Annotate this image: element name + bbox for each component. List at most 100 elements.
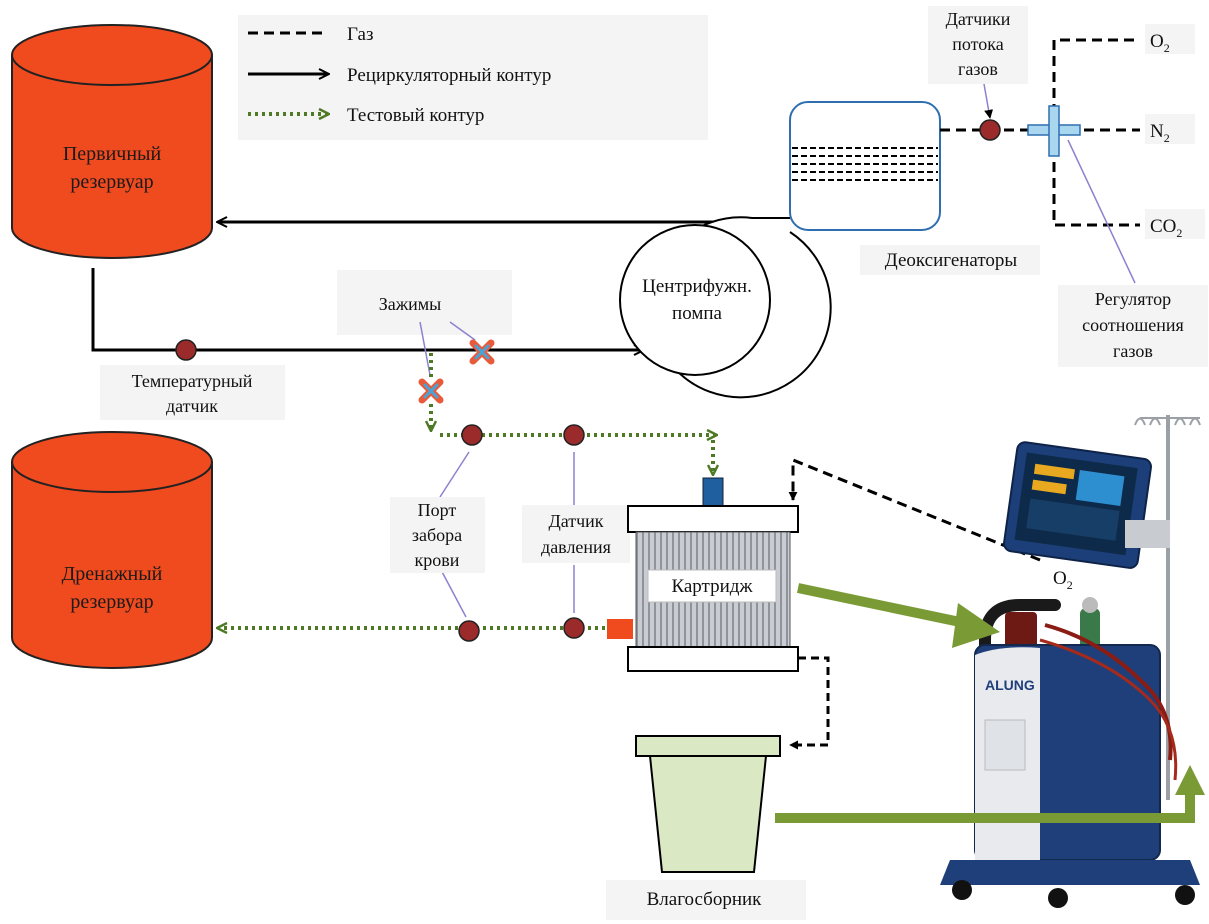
pressure-sensor-label: Датчик давления bbox=[522, 452, 630, 613]
water-trap-lid bbox=[635, 735, 781, 757]
temperature-sensor-label-2: датчик bbox=[166, 396, 218, 416]
cartridge-to-device-arrow-shaft bbox=[796, 583, 962, 627]
flow-sensor-pointer bbox=[983, 83, 994, 119]
water-trap-body bbox=[648, 755, 768, 873]
blood-port-label-3: крови bbox=[415, 550, 460, 570]
clamp-pointer-2 bbox=[419, 321, 431, 376]
drain-reservoir-label-1: Дренажный bbox=[62, 563, 163, 585]
legend-background bbox=[238, 15, 708, 140]
gas-circuit: O2 N2 CO2 Датчики потока газов Регулятор… bbox=[928, 6, 1208, 367]
monitor-lower-panel bbox=[1026, 498, 1120, 541]
ratio-regulator-label-2: соотношения bbox=[1082, 315, 1184, 335]
drain-reservoir-label-2: резервуар bbox=[70, 591, 153, 613]
flow-sensor-label-1: Датчики bbox=[946, 9, 1011, 29]
clamps-label-bg bbox=[337, 270, 512, 335]
recirculation-circuit bbox=[91, 222, 790, 350]
drain-reservoir: Дренажный резервуар bbox=[11, 431, 213, 669]
blood-tubing-2 bbox=[1039, 638, 1178, 781]
primary-reservoir-top bbox=[11, 24, 213, 86]
clamp-2-icon bbox=[418, 378, 444, 404]
pump-circle bbox=[619, 224, 771, 376]
temperature-sensor-label-bg bbox=[100, 365, 285, 420]
legend-gas-label: Газ bbox=[347, 24, 373, 45]
cartridge-outlet bbox=[607, 619, 633, 639]
gas-valve-icon bbox=[1082, 597, 1098, 613]
primary-reservoir: Первичный резервуар bbox=[11, 24, 213, 259]
device-handle bbox=[979, 599, 1061, 768]
pressure-sensor-label-2: давления bbox=[541, 537, 611, 557]
clamps: Зажимы bbox=[337, 270, 512, 404]
device-pocket bbox=[984, 719, 1026, 771]
blood-port-label-1: Порт bbox=[418, 500, 457, 520]
blood-canister bbox=[1005, 612, 1037, 652]
device-o2-label: O2 bbox=[1053, 568, 1073, 592]
clamps-label: Зажимы bbox=[379, 294, 442, 314]
pressure-sensor-label-bg bbox=[522, 505, 630, 563]
temperature-sensor-label-1: Температурный bbox=[132, 371, 253, 391]
cartridge-label-bg bbox=[647, 569, 777, 603]
co2-label: CO2 bbox=[1150, 216, 1182, 240]
deoxygenator-label: Деоксигенаторы bbox=[885, 250, 1018, 271]
o2-label: O2 bbox=[1150, 31, 1170, 55]
alung-device: O2 ALUNG bbox=[940, 415, 1201, 908]
temperature-sensor-dot bbox=[175, 339, 197, 361]
pressure-sensor-label-1: Датчик bbox=[548, 511, 603, 531]
monitor-mount bbox=[1125, 520, 1170, 548]
ratio-regulator-v bbox=[1048, 105, 1060, 157]
ratio-regulator-label-1: Регулятор bbox=[1095, 289, 1171, 309]
blood-port-bottom bbox=[458, 620, 480, 642]
deoxygenator: Деоксигенаторы bbox=[789, 101, 1040, 275]
wheel-1-icon bbox=[952, 880, 972, 900]
drain-reservoir-top bbox=[11, 431, 213, 493]
flow-sensor-label-3: газов bbox=[958, 59, 998, 79]
water-trap: Влагосборник bbox=[606, 735, 806, 920]
trap-to-device-arrowhead bbox=[1175, 765, 1205, 795]
cartridge-top-cap bbox=[627, 505, 799, 533]
primary-reservoir-label-1: Первичный bbox=[63, 143, 162, 165]
device-gas-line bbox=[788, 457, 1041, 562]
blood-port-top bbox=[461, 424, 483, 446]
blood-port-pointer-bottom bbox=[439, 567, 467, 618]
n2-label: N2 bbox=[1150, 121, 1170, 145]
flow-sensor-label-bg bbox=[928, 6, 1028, 84]
device-base bbox=[940, 860, 1200, 885]
n2-label-bg bbox=[1145, 114, 1195, 144]
drain-reservoir-body bbox=[11, 461, 213, 669]
wheel-3-icon bbox=[1175, 885, 1195, 905]
exhaust-line bbox=[789, 656, 830, 750]
o2-line bbox=[1052, 38, 1140, 130]
blood-port-label: Порт забора крови bbox=[390, 451, 485, 618]
blood-port-label-2: забора bbox=[412, 525, 462, 545]
pump-label-1: Центрифужн. bbox=[642, 276, 752, 297]
co2-label-bg bbox=[1145, 209, 1205, 239]
supply-line bbox=[91, 268, 643, 350]
cartridge-inlet bbox=[702, 477, 724, 507]
cartridge-to-device-arrowhead bbox=[952, 603, 1000, 648]
water-trap-label: Влагосборник bbox=[647, 889, 763, 910]
device-flow-arrows bbox=[775, 583, 1205, 823]
device-brand: ALUNG bbox=[985, 677, 1035, 693]
centrifugal-pump: Центрифужн. помпа bbox=[619, 216, 832, 399]
ratio-regulator-label-3: газов bbox=[1113, 341, 1153, 361]
wheel-2-icon bbox=[1048, 888, 1068, 908]
primary-reservoir-label-2: резервуар bbox=[70, 171, 153, 193]
legend-recirc-label: Рециркуляторный контур bbox=[347, 65, 551, 86]
pump-label-2: помпа bbox=[672, 303, 722, 324]
primary-reservoir-body bbox=[11, 54, 213, 259]
blood-port-pointer-top bbox=[439, 451, 470, 498]
cartridge-label: Картридж bbox=[671, 576, 753, 597]
legend: Газ Рециркуляторный контур Тестовый конт… bbox=[238, 15, 708, 140]
monitor-bar-2 bbox=[1031, 479, 1067, 495]
clamp-1-icon bbox=[469, 339, 495, 365]
clamp-pointer-1 bbox=[449, 321, 476, 341]
co2-line bbox=[1052, 130, 1140, 227]
flow-sensor-label-2: потока bbox=[952, 34, 1004, 54]
pressure-sensor-bottom bbox=[563, 617, 585, 639]
deoxygenator-box bbox=[789, 101, 941, 231]
blood-port-label-bg bbox=[390, 497, 485, 573]
cartridge-bottom-cap bbox=[627, 646, 799, 672]
cartridge: Картридж bbox=[607, 477, 799, 672]
test-circuit bbox=[218, 353, 716, 642]
ratio-regulator-label-bg bbox=[1058, 285, 1208, 367]
